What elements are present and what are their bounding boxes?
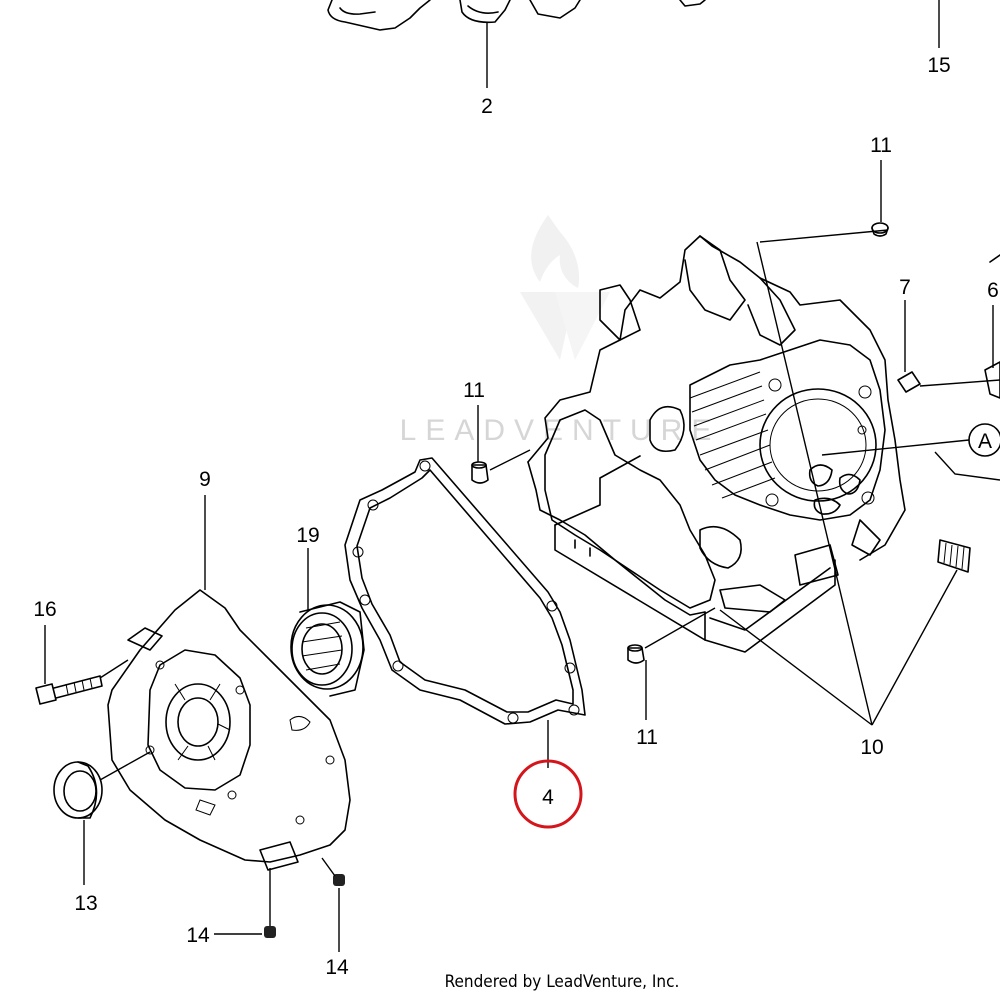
callout-7[interactable]: 7 — [899, 276, 911, 299]
callout-13[interactable]: 13 — [74, 892, 97, 915]
callout-9[interactable]: 9 — [199, 468, 211, 491]
callout-11-mid[interactable]: 11 — [463, 379, 485, 402]
label-a: A — [978, 430, 992, 453]
callout-6[interactable]: 6 — [987, 279, 999, 302]
leader-11-top-to-block — [759, 229, 889, 243]
leader-14-bottom-up — [321, 857, 336, 877]
part-11-dowel-mid — [471, 461, 489, 484]
callout-4[interactable]: 4 — [542, 786, 554, 809]
part-10-crankcase-cylinder — [527, 235, 906, 653]
leader-10-block — [756, 241, 873, 726]
callout-10[interactable]: 10 — [860, 736, 883, 759]
part-7-pin — [897, 371, 921, 393]
leader-11-mid-to-block — [489, 449, 531, 471]
highlight-circle-4 — [513, 759, 583, 829]
part-13-oil-seal — [53, 761, 103, 819]
part-11-dowel-low — [627, 644, 645, 664]
part-19-bearing — [290, 601, 365, 697]
credit-line: Rendered by LeadVenture, Inc. — [445, 972, 680, 992]
part-4-gasket — [344, 457, 586, 725]
part-6-fitting — [984, 254, 1000, 399]
callout-14-bottom[interactable]: 14 — [325, 956, 349, 979]
callout-11-top[interactable]: 11 — [870, 134, 892, 157]
part-14-plug-bottom — [333, 874, 345, 886]
leader-a-lower — [934, 451, 1000, 481]
part-11-dowel-top — [871, 222, 889, 237]
watermark-text: LEADVENTURE — [400, 414, 721, 447]
callout-14-left[interactable]: 14 — [186, 924, 210, 947]
leader-13-to-cover — [99, 751, 151, 781]
callout-15[interactable]: 15 — [927, 54, 950, 77]
part-16-bolt — [35, 675, 103, 705]
callout-11-low[interactable]: 11 — [636, 726, 658, 749]
leader-10-base — [719, 609, 873, 726]
callout-16[interactable]: 16 — [33, 598, 56, 621]
part-14-plug-left — [264, 926, 276, 938]
part-9-crankcase-cover — [107, 589, 351, 871]
watermark-logo — [520, 215, 610, 360]
part-10-stud — [937, 539, 971, 573]
callout-2[interactable]: 2 — [481, 95, 493, 118]
leader-16-to-cover — [99, 659, 129, 679]
reference-a-marker: A — [968, 423, 1000, 457]
leader-11-low-to-block — [644, 607, 716, 649]
callout-19[interactable]: 19 — [296, 524, 319, 547]
leader-10-stud — [871, 569, 958, 726]
part-2-top-fitting — [327, 0, 706, 31]
leader-a — [821, 439, 970, 456]
